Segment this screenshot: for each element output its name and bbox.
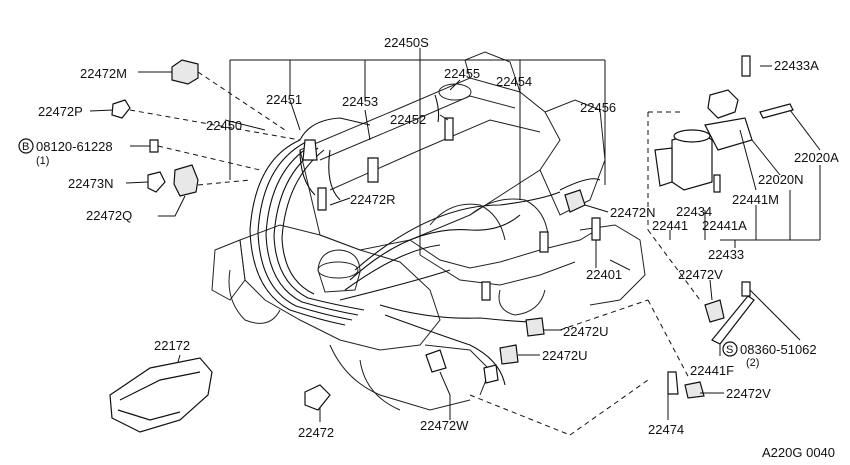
screw-marker-s <box>722 341 738 357</box>
label-22433: 22433 <box>708 247 744 262</box>
bolt-marker-b-letter: B <box>22 141 29 153</box>
clip-22473N <box>147 171 166 193</box>
label-22401: 22401 <box>586 267 622 282</box>
spark-plug-1 <box>317 187 327 211</box>
spark-plug-22452 <box>444 117 454 141</box>
clip-22472 <box>304 384 331 411</box>
screw-22020A <box>759 103 794 119</box>
label-22472U-upper: 22472U <box>563 324 609 339</box>
clamp-22472V-b <box>684 381 705 399</box>
clip-22472P <box>111 99 131 119</box>
parts <box>109 55 794 433</box>
label-22020A: 22020A <box>794 150 839 165</box>
plug-boot-1 <box>302 139 318 161</box>
label-22452: 22452 <box>390 112 426 127</box>
leader-lines <box>89 48 821 436</box>
label-22454: 22454 <box>496 74 532 89</box>
label-22472W: 22472W <box>420 418 469 433</box>
high-tension-wires <box>249 94 601 386</box>
spark-plug-22401 <box>591 217 601 241</box>
label-22472N: 22472N <box>610 205 656 220</box>
spark-plug-4 <box>481 281 491 301</box>
holder-22472Q <box>173 164 199 197</box>
label-22433A: 22433A <box>774 58 819 73</box>
holder-22472W <box>425 349 447 373</box>
label-22472: 22472 <box>298 425 334 440</box>
label-22472U-lower: 22472U <box>542 348 588 363</box>
part-labels: 22450S 22455 22454 22472M 22451 22453 22… <box>18 35 839 460</box>
bolt-08360 <box>741 281 751 297</box>
label-08120-61228: 08120-61228 <box>36 139 113 154</box>
engine-assembly <box>211 51 646 411</box>
label-22472V-lower: 22472V <box>726 386 771 401</box>
label-22453: 22453 <box>342 94 378 109</box>
cover-22172 <box>109 357 213 433</box>
label-22450S: 22450S <box>384 35 429 50</box>
clamp-22472V-a <box>704 299 725 323</box>
bracket-22020A <box>707 89 739 119</box>
clamp-22472M <box>171 59 199 85</box>
label-08120-qty: (1) <box>36 155 49 167</box>
label-22456: 22456 <box>580 100 616 115</box>
label-22472R: 22472R <box>350 192 396 207</box>
label-22472M: 22472M <box>80 66 127 81</box>
bolt-22433A <box>741 55 751 77</box>
label-22020N: 22020N <box>758 172 804 187</box>
label-08360-51062: 08360-51062 <box>740 342 817 357</box>
holder-22472N <box>564 189 586 213</box>
spark-plug-3 <box>539 231 549 253</box>
clip-22474 <box>667 371 679 395</box>
label-08360-qty: (2) <box>746 357 759 369</box>
terminal-22441A <box>713 174 721 193</box>
label-22472Q: 22472Q <box>86 208 132 223</box>
label-22451: 22451 <box>266 92 302 107</box>
label-22450: 22450 <box>206 118 242 133</box>
bolt-08120 <box>149 139 159 153</box>
clamp-22472U-a <box>525 317 545 337</box>
label-22441F: 22441F <box>690 363 734 378</box>
label-22455: 22455 <box>444 66 480 81</box>
label-22474: 22474 <box>648 422 684 437</box>
spark-plug-2 <box>367 157 379 183</box>
label-22172: 22172 <box>154 338 190 353</box>
bracket-22441F <box>711 295 755 345</box>
screw-marker-s-letter: S <box>726 344 733 356</box>
clamp-22472U-b <box>499 344 519 365</box>
label-22473N: 22473N <box>68 176 114 191</box>
label-22441A: 22441A <box>702 218 747 233</box>
label-22472P: 22472P <box>38 104 83 119</box>
label-22472V-upper: 22472V <box>678 267 723 282</box>
label-22441M: 22441M <box>732 192 779 207</box>
label-22441: 22441 <box>652 218 688 233</box>
bolt-marker-b <box>18 138 34 154</box>
diagram-code: A220G 0040 <box>762 445 835 460</box>
label-22434: 22434 <box>676 204 712 219</box>
